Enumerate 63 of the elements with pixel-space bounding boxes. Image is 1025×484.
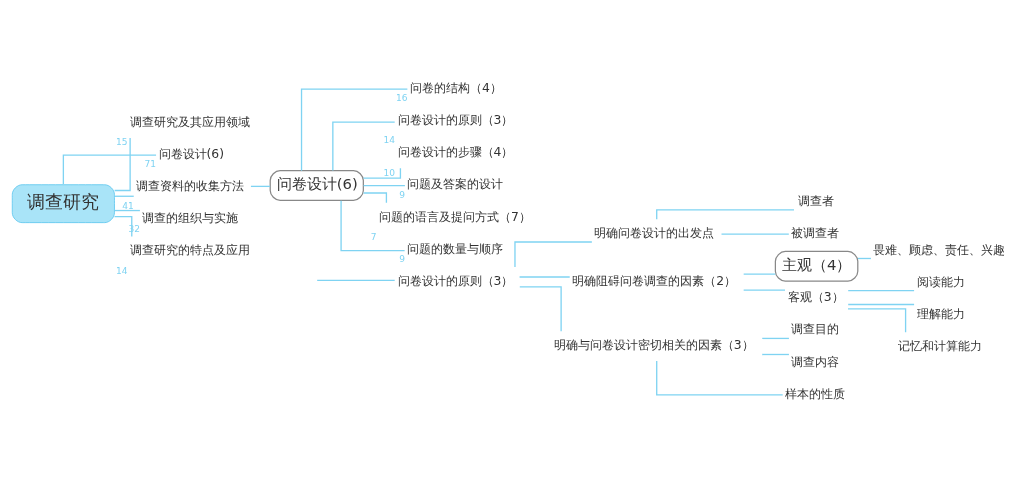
node-text: 调查内容 [791, 354, 840, 369]
connector [362, 192, 388, 204]
node-text: 调查资料的收集方法 [136, 179, 245, 194]
node-text: 调查研究及其应用领域 [130, 114, 251, 129]
node-text: 理解能力 [916, 306, 965, 321]
node-label: 14 [116, 265, 128, 276]
node-text: 被调查者 [791, 226, 840, 241]
node-label: 9 [399, 189, 405, 200]
node-label: 16 [395, 93, 408, 104]
connector [316, 279, 396, 281]
node-text: 明确阻碍问卷调查的因素（2） [572, 273, 737, 288]
connector [114, 209, 141, 212]
node-text: 调查的组织与实施 [142, 211, 239, 226]
node-text: 明确问卷设计的出发点 [594, 226, 715, 241]
connector [743, 289, 786, 291]
connector [332, 121, 396, 172]
connector [62, 154, 157, 186]
connector [340, 200, 406, 252]
node-text: 调查者 [797, 193, 834, 208]
node-text: 调查目的 [791, 322, 840, 337]
node-text: 问卷设计(6) [158, 146, 225, 161]
node-text: 问卷设计的原则（3） [397, 273, 514, 288]
node-box: 主观（4） [774, 250, 859, 282]
connector [250, 185, 271, 188]
node-text: 调查研究的特点及应用 [130, 243, 251, 258]
node-text: 客观（3） [787, 290, 844, 305]
connector [761, 337, 790, 340]
node-text: 问题及答案的设计 [407, 177, 504, 192]
connector [743, 273, 776, 275]
connector [362, 184, 406, 187]
connector [300, 88, 409, 172]
node-label: 9 [399, 254, 405, 265]
node-text: 阅读能力 [916, 274, 965, 289]
connector [847, 303, 915, 306]
connector [656, 360, 784, 396]
node-text: 问卷的结构（4） [409, 81, 502, 96]
connector [113, 215, 133, 238]
node-text: 畏难、顾虑、责任、兴趣 [873, 242, 1006, 257]
node-text: 样本的性质 [785, 386, 846, 401]
node-label: 71 [144, 159, 157, 170]
connector [113, 137, 131, 192]
node-label: 15 [116, 137, 128, 147]
connector [114, 195, 135, 197]
node-text: 问卷设计的原则（3） [397, 113, 514, 128]
connector [519, 286, 562, 332]
node-box: 调查研究 [11, 184, 115, 224]
connector [514, 241, 593, 268]
connector [847, 289, 915, 292]
node-label: 14 [383, 135, 396, 146]
node-text: 记忆和计算能力 [898, 338, 983, 353]
node-label: 10 [383, 167, 396, 178]
node-text: 问题的数量与顺序 [407, 241, 504, 256]
node-box: 问卷设计(6) [269, 170, 364, 201]
node-label: 41 [122, 201, 134, 212]
node-text: 明确与问卷设计密切相关的因素（3） [553, 338, 754, 353]
node-text: 问题的语言及提问方式（7） [379, 209, 531, 224]
connector [847, 308, 907, 333]
connector [720, 233, 790, 235]
connector [518, 276, 571, 278]
connector [761, 353, 790, 356]
node-text: 问卷设计的步骤（4） [397, 145, 514, 160]
node-label: 7 [370, 231, 377, 242]
connector [362, 167, 402, 179]
